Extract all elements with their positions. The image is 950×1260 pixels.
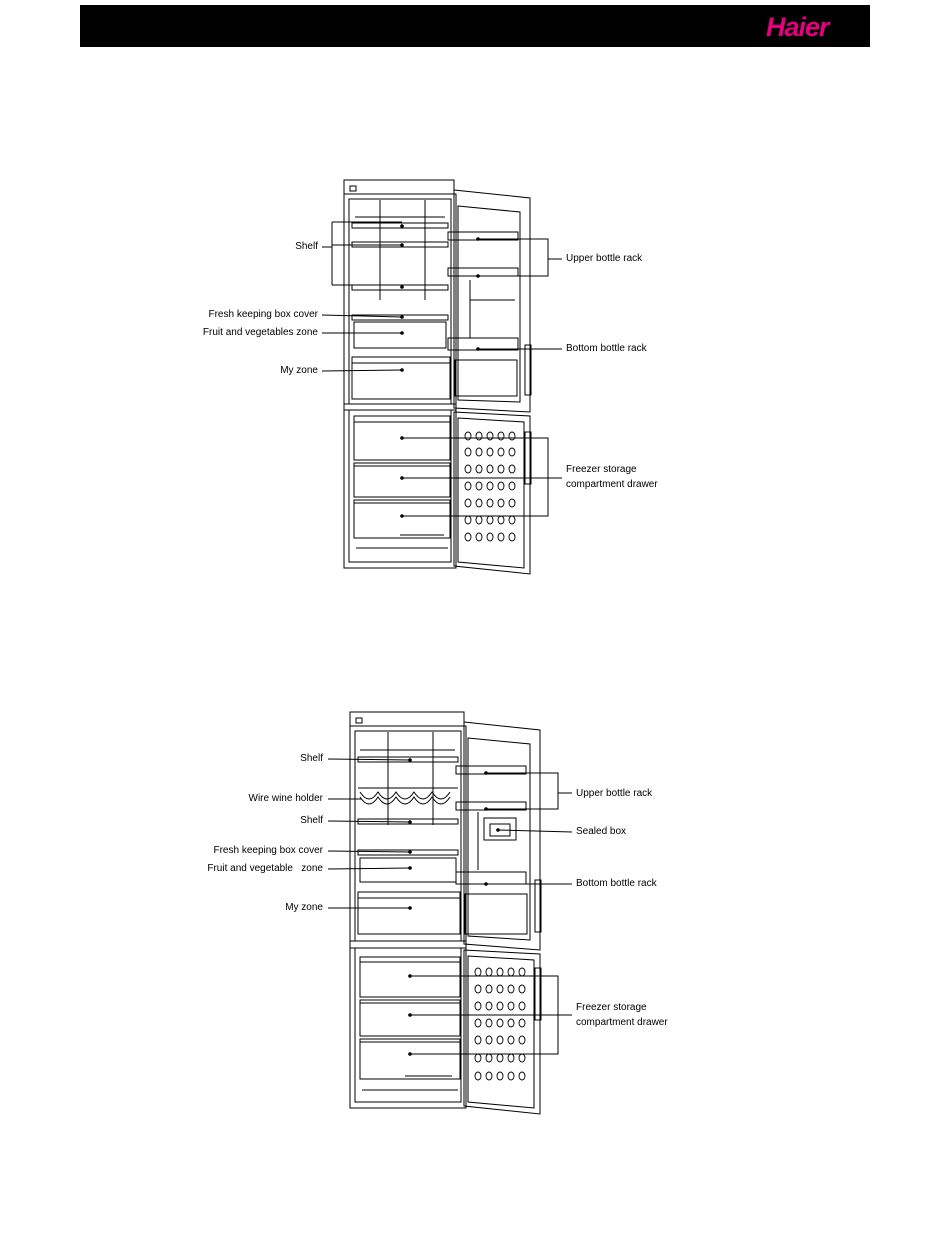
label-bottom-bottle-rack: Bottom bottle rack [566, 343, 647, 354]
header-bar: Haier [80, 5, 870, 47]
label-sealed-box: Sealed box [576, 826, 627, 837]
label-shelf-top: Shelf [300, 753, 323, 764]
label-shelf-middle: Shelf [300, 815, 323, 826]
label-upper-bottle-rack: Upper bottle rack [566, 253, 643, 264]
fridge-diagram-1: Shelf Fresh keeping box cover Fruit and … [0, 0, 950, 600]
label-freezer-drawer-line1: Freezer storage [566, 464, 637, 475]
svg-text:Haier: Haier [766, 12, 831, 41]
label-freezer-drawer-line1-2: Freezer storage [576, 1002, 647, 1013]
label-my-zone: My zone [280, 365, 318, 376]
label-fruit-vegetable-zone: Fruit and vegetable zone [207, 863, 323, 874]
fridge-illustration-1 [321, 179, 562, 575]
label-upper-bottle-rack-2: Upper bottle rack [576, 788, 653, 799]
label-fresh-keeping-box-cover: Fresh keeping box cover [208, 309, 318, 320]
label-shelf: Shelf [295, 241, 318, 252]
label-fresh-keeping-box-cover-2: Fresh keeping box cover [213, 845, 323, 856]
fridge-diagram-2: Shelf Wire wine holder Shelf Fresh keepi… [0, 700, 950, 1130]
haier-logo: Haier [766, 11, 848, 41]
label-fruit-vegetables-zone: Fruit and vegetables zone [202, 327, 318, 338]
label-freezer-drawer-line2-2: compartment drawer [576, 1017, 668, 1028]
label-wire-wine-holder: Wire wine holder [248, 793, 323, 804]
label-my-zone-2: My zone [285, 902, 323, 913]
label-bottom-bottle-rack-2: Bottom bottle rack [576, 878, 657, 889]
label-freezer-drawer-line2: compartment drawer [566, 479, 658, 490]
fridge-illustration-2 [327, 711, 573, 1115]
